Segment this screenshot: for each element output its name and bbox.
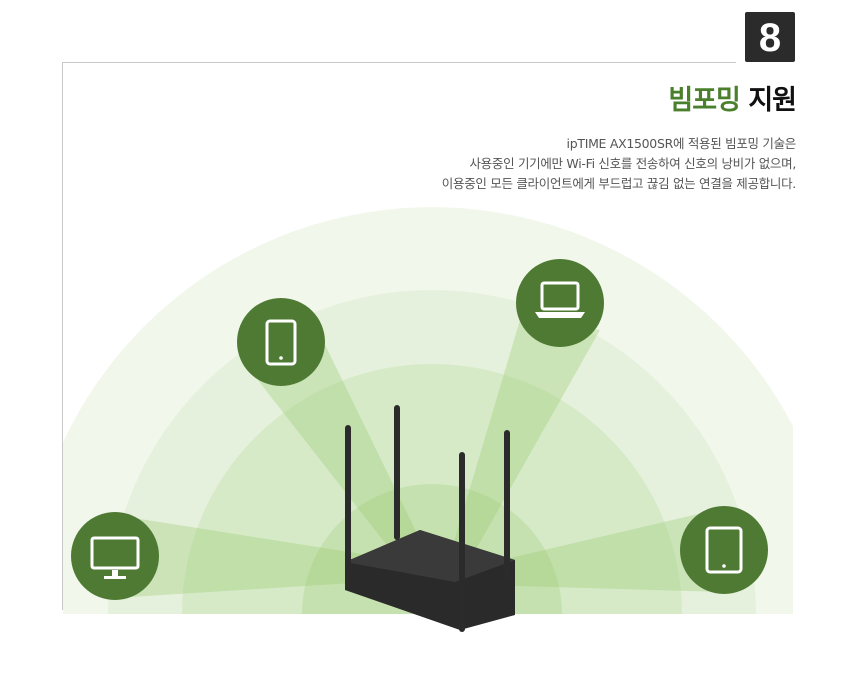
page-title: 빔포밍 지원 [668,78,797,117]
phone-device [237,298,325,386]
laptop-device [516,259,604,347]
beam-monitor [115,515,400,598]
section-number-badge: 8 [745,12,795,62]
description-line: 사용중인 기기에만 Wi-Fi 신호를 전송하여 신호의 낭비가 없으며, [469,156,796,171]
monitor-device [71,512,159,600]
description-line: 이용중인 모든 클라이언트에게 부드럽고 끊김 없는 연결을 제공합니다. [441,176,797,191]
section-number: 8 [758,16,782,60]
description: ipTIME AX1500SR에 적용된 빔포밍 기술은 사용중인 기기에만 W… [441,134,797,194]
description-line: ipTIME AX1500SR에 적용된 빔포밍 기술은 [566,136,797,151]
beam-tablet [480,508,724,592]
title-rest: 지원 [748,85,797,116]
tablet-icon [705,526,743,574]
monitor-icon [90,536,140,570]
frame-line-top [62,62,736,63]
laptop-icon [540,281,580,311]
tablet-device [680,506,768,594]
beam-laptop [450,320,600,560]
title-highlight: 빔포밍 [668,85,741,116]
phone-icon [265,319,297,366]
router-image [345,405,515,632]
frame-line-left [62,62,63,610]
